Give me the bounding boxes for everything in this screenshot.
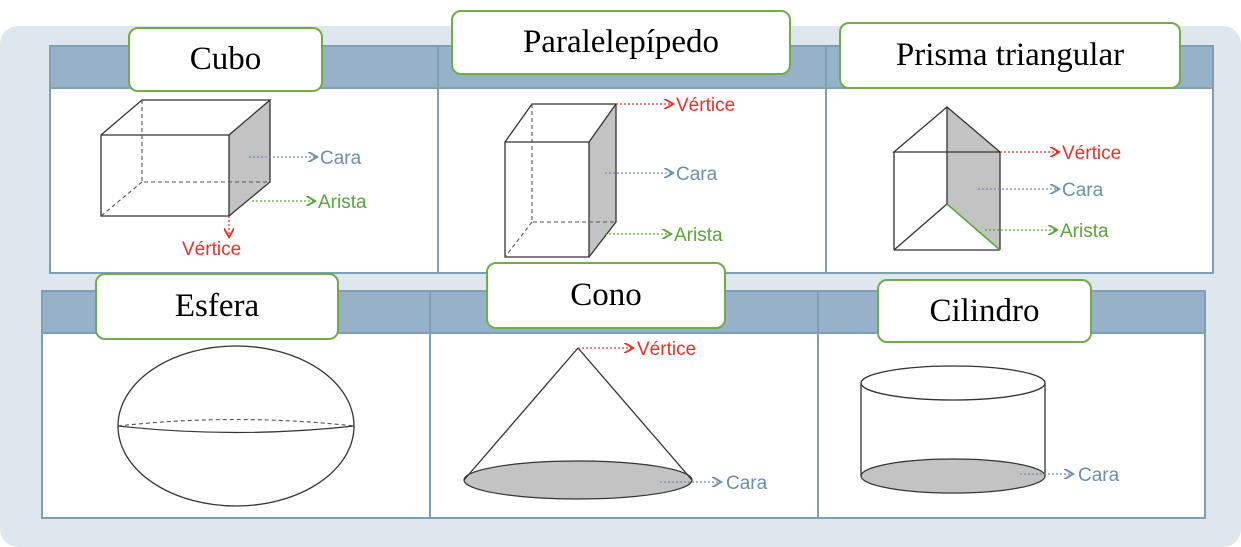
title-paralelepipedo: Paralelepípedo [451,10,791,75]
cylinder-figure [860,365,1072,494]
column-divider [825,47,827,272]
tri-prism-vertice-label: Vértice [1062,143,1121,164]
column-divider [429,292,431,517]
prism-rectangular-figure [504,104,672,258]
column-divider [817,292,819,517]
title-cilindro: Cilindro [877,279,1092,343]
prism-rect-arista-label: Arista [674,225,723,246]
cone-vertice-label: Vértice [637,339,696,360]
tri-prism-cara-label: Cara [1062,180,1104,201]
cylinder-cara-label: Cara [1078,465,1120,486]
cone-cara-label: Cara [726,473,768,494]
title-cono: Cono [486,262,726,329]
prism-rect-vertice-label: Vértice [676,95,735,116]
cube-figure [100,99,316,236]
cube-cara-label: Cara [320,148,362,169]
title-cubo: Cubo [128,27,323,92]
title-prisma-triangular: Prisma triangular [839,22,1181,89]
prism-rect-cara-label: Cara [676,164,718,185]
title-esfera: Esfera [95,273,339,340]
triangular-prism-figure [892,106,1058,251]
sphere-figure [117,345,355,507]
cone-figure [463,348,720,500]
tri-prism-arista-label: Arista [1060,221,1109,242]
column-divider [437,47,439,272]
cube-vertice-label: Vértice [182,239,241,260]
cube-arista-label: Arista [318,192,367,213]
